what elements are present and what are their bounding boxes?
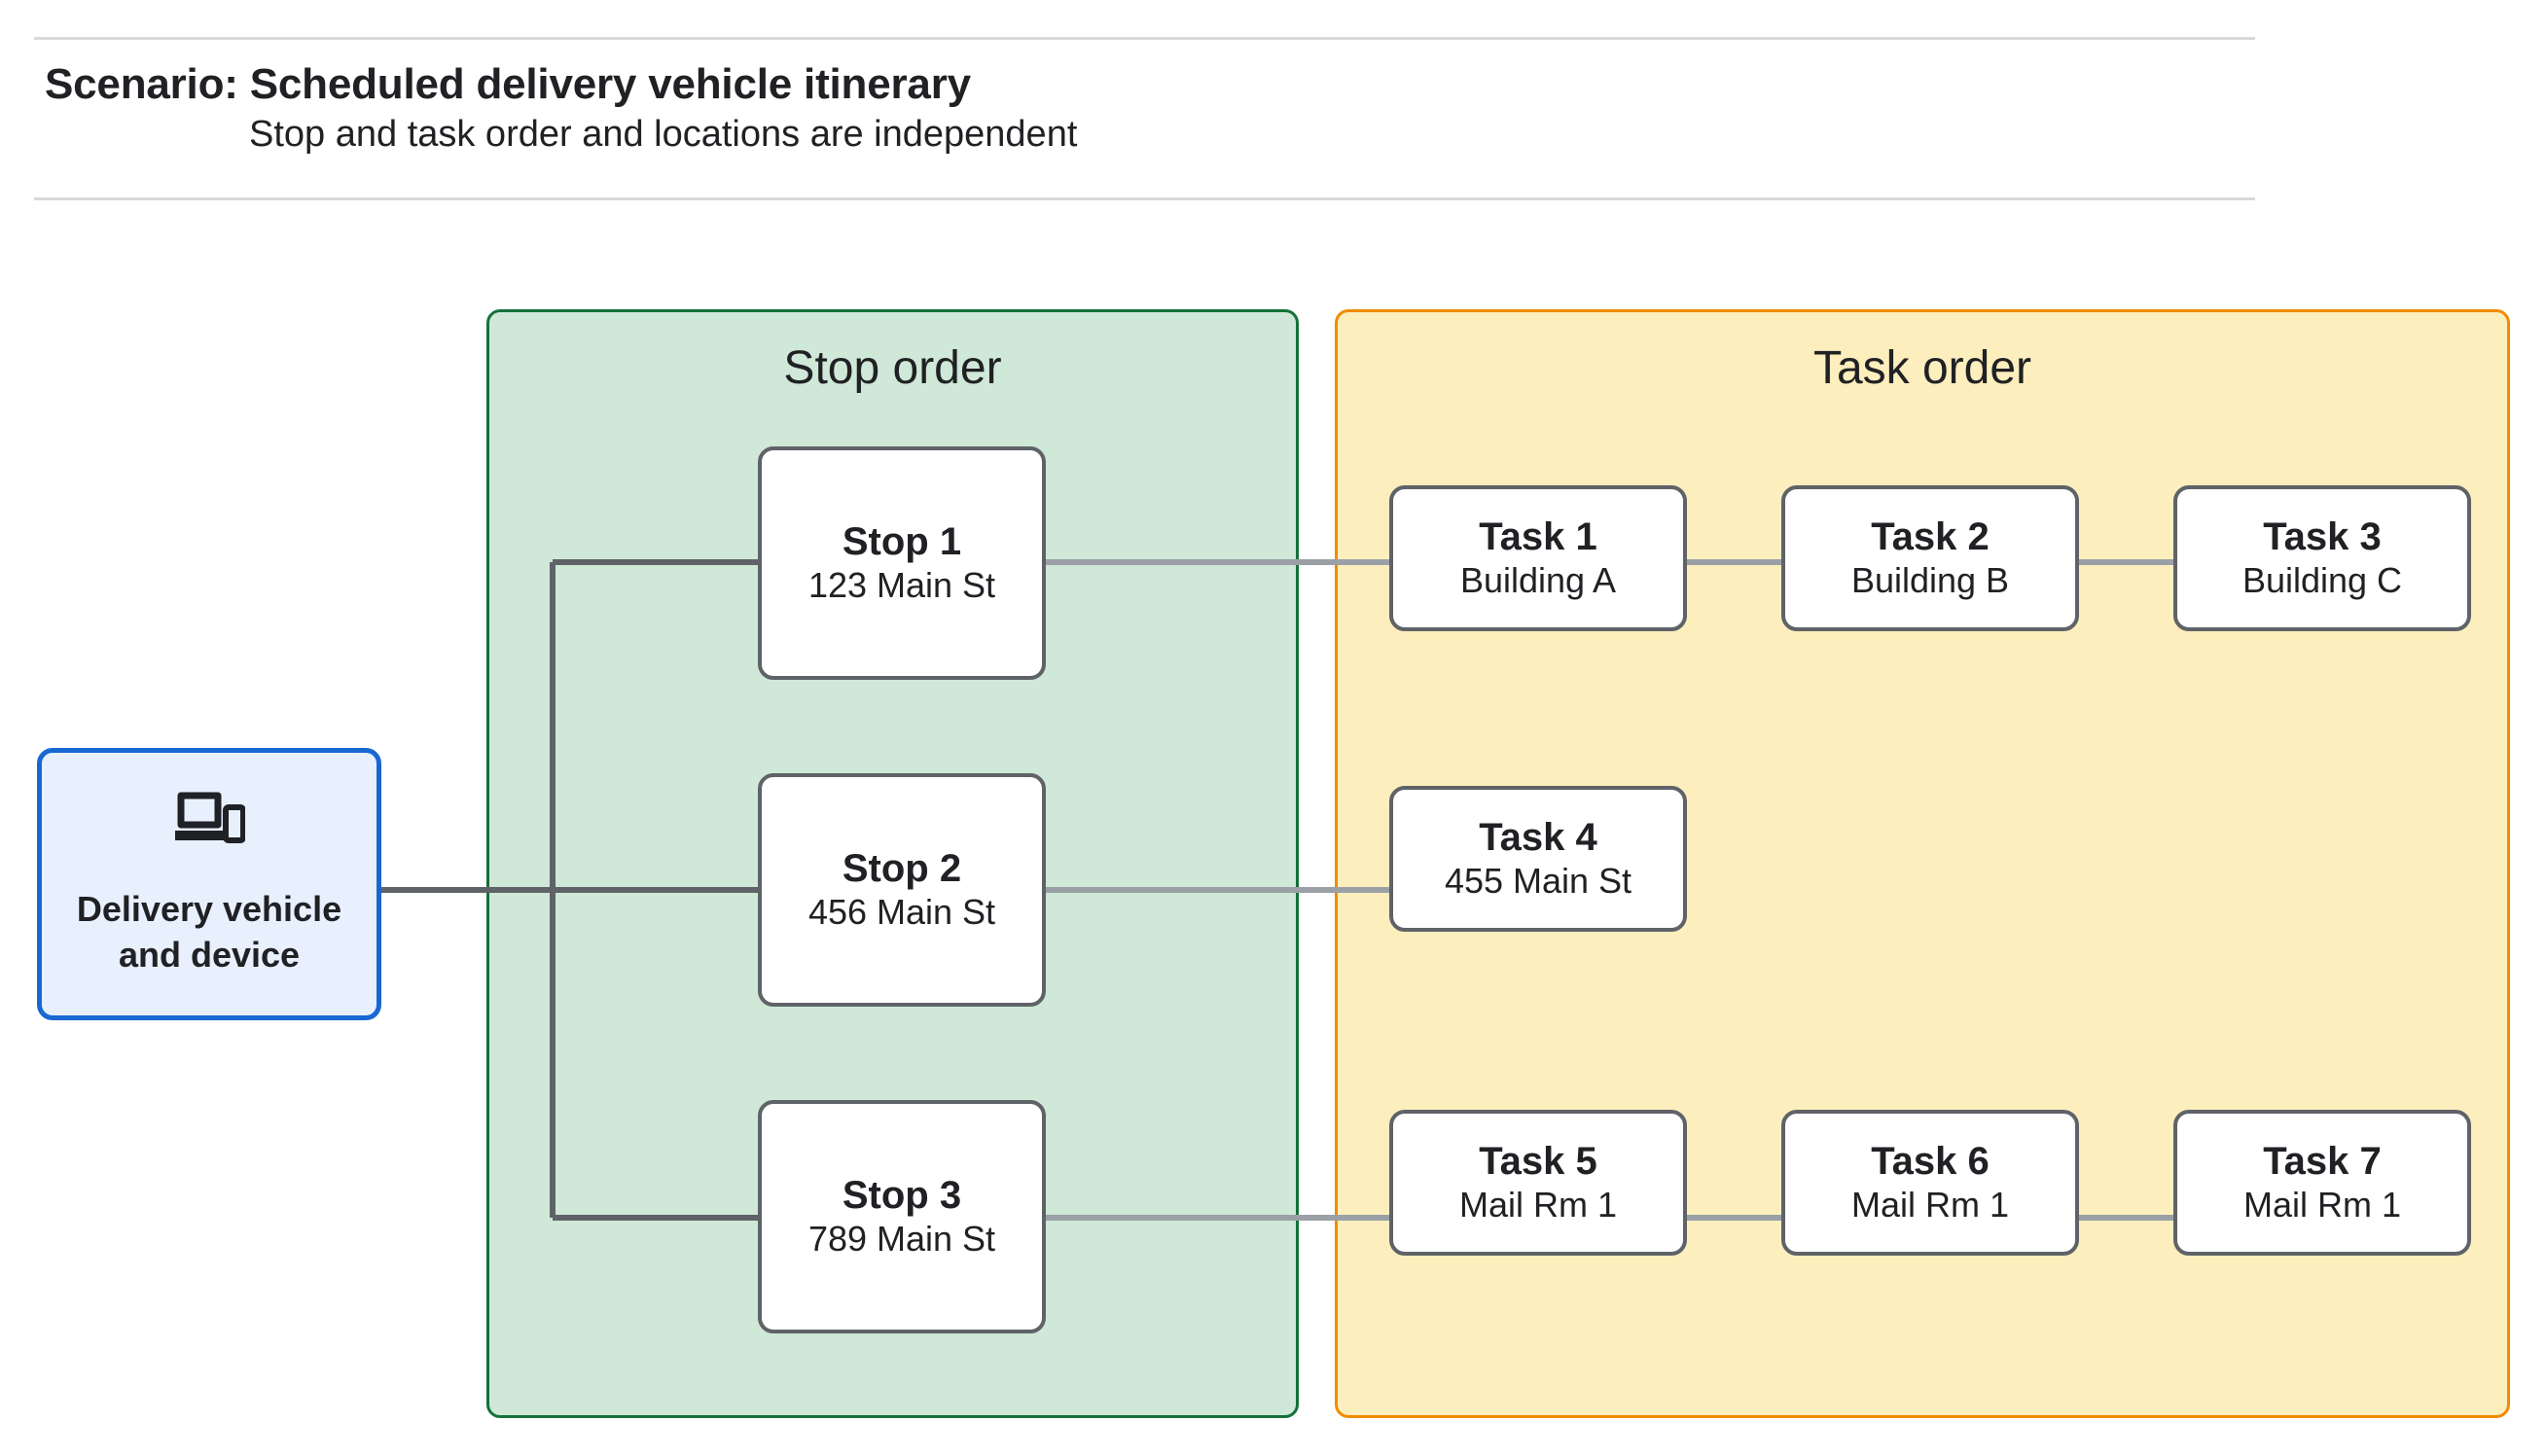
- task-node-title: Task 3: [2263, 515, 2382, 559]
- stop-node-title: Stop 2: [842, 847, 962, 891]
- devices-icon: [175, 792, 245, 844]
- page-subtitle: Stop and task order and locations are in…: [249, 114, 1078, 155]
- page-title: Scenario: Scheduled delivery vehicle iti…: [45, 60, 971, 108]
- task-node-location: Building A: [1459, 560, 1617, 601]
- stop-node-1[interactable]: Stop 1 123 Main St: [758, 446, 1046, 680]
- delivery-vehicle-node[interactable]: Delivery vehicle and device: [37, 748, 381, 1020]
- task-node-title: Task 4: [1479, 816, 1597, 860]
- task-node-title: Task 5: [1479, 1140, 1597, 1184]
- task-node-2[interactable]: Task 2 Building B: [1781, 485, 2079, 631]
- task-node-location: Mail Rm 1: [1458, 1185, 1618, 1225]
- task-node-location: Building B: [1850, 560, 2010, 601]
- header-divider-top: [34, 37, 2255, 40]
- task-order-panel-title: Task order: [1812, 342, 2032, 394]
- task-node-location: Mail Rm 1: [1850, 1185, 2010, 1225]
- stop-node-address: 456 Main St: [807, 892, 996, 933]
- stop-node-title: Stop 3: [842, 1174, 962, 1218]
- task-node-location: Building C: [2241, 560, 2403, 601]
- task-node-7[interactable]: Task 7 Mail Rm 1: [2173, 1110, 2471, 1256]
- task-node-location: Mail Rm 1: [2242, 1185, 2402, 1225]
- stop-order-panel-title: Stop order: [783, 342, 1002, 394]
- task-node-title: Task 6: [1871, 1140, 1990, 1184]
- delivery-vehicle-label: Delivery vehicle and device: [76, 889, 342, 975]
- stop-node-address: 123 Main St: [807, 565, 996, 606]
- task-node-title: Task 1: [1479, 515, 1597, 559]
- task-node-6[interactable]: Task 6 Mail Rm 1: [1781, 1110, 2079, 1256]
- task-node-3[interactable]: Task 3 Building C: [2173, 485, 2471, 631]
- task-node-title: Task 2: [1871, 515, 1990, 559]
- task-node-4[interactable]: Task 4 455 Main St: [1389, 786, 1687, 932]
- stop-node-3[interactable]: Stop 3 789 Main St: [758, 1100, 1046, 1333]
- stop-node-title: Stop 1: [842, 520, 962, 564]
- header-divider-bottom: [34, 197, 2255, 200]
- stop-node-address: 789 Main St: [807, 1219, 996, 1260]
- task-node-1[interactable]: Task 1 Building A: [1389, 485, 1687, 631]
- task-node-location: 455 Main St: [1444, 861, 1632, 902]
- stop-node-2[interactable]: Stop 2 456 Main St: [758, 773, 1046, 1007]
- task-node-title: Task 7: [2263, 1140, 2382, 1184]
- task-node-5[interactable]: Task 5 Mail Rm 1: [1389, 1110, 1687, 1256]
